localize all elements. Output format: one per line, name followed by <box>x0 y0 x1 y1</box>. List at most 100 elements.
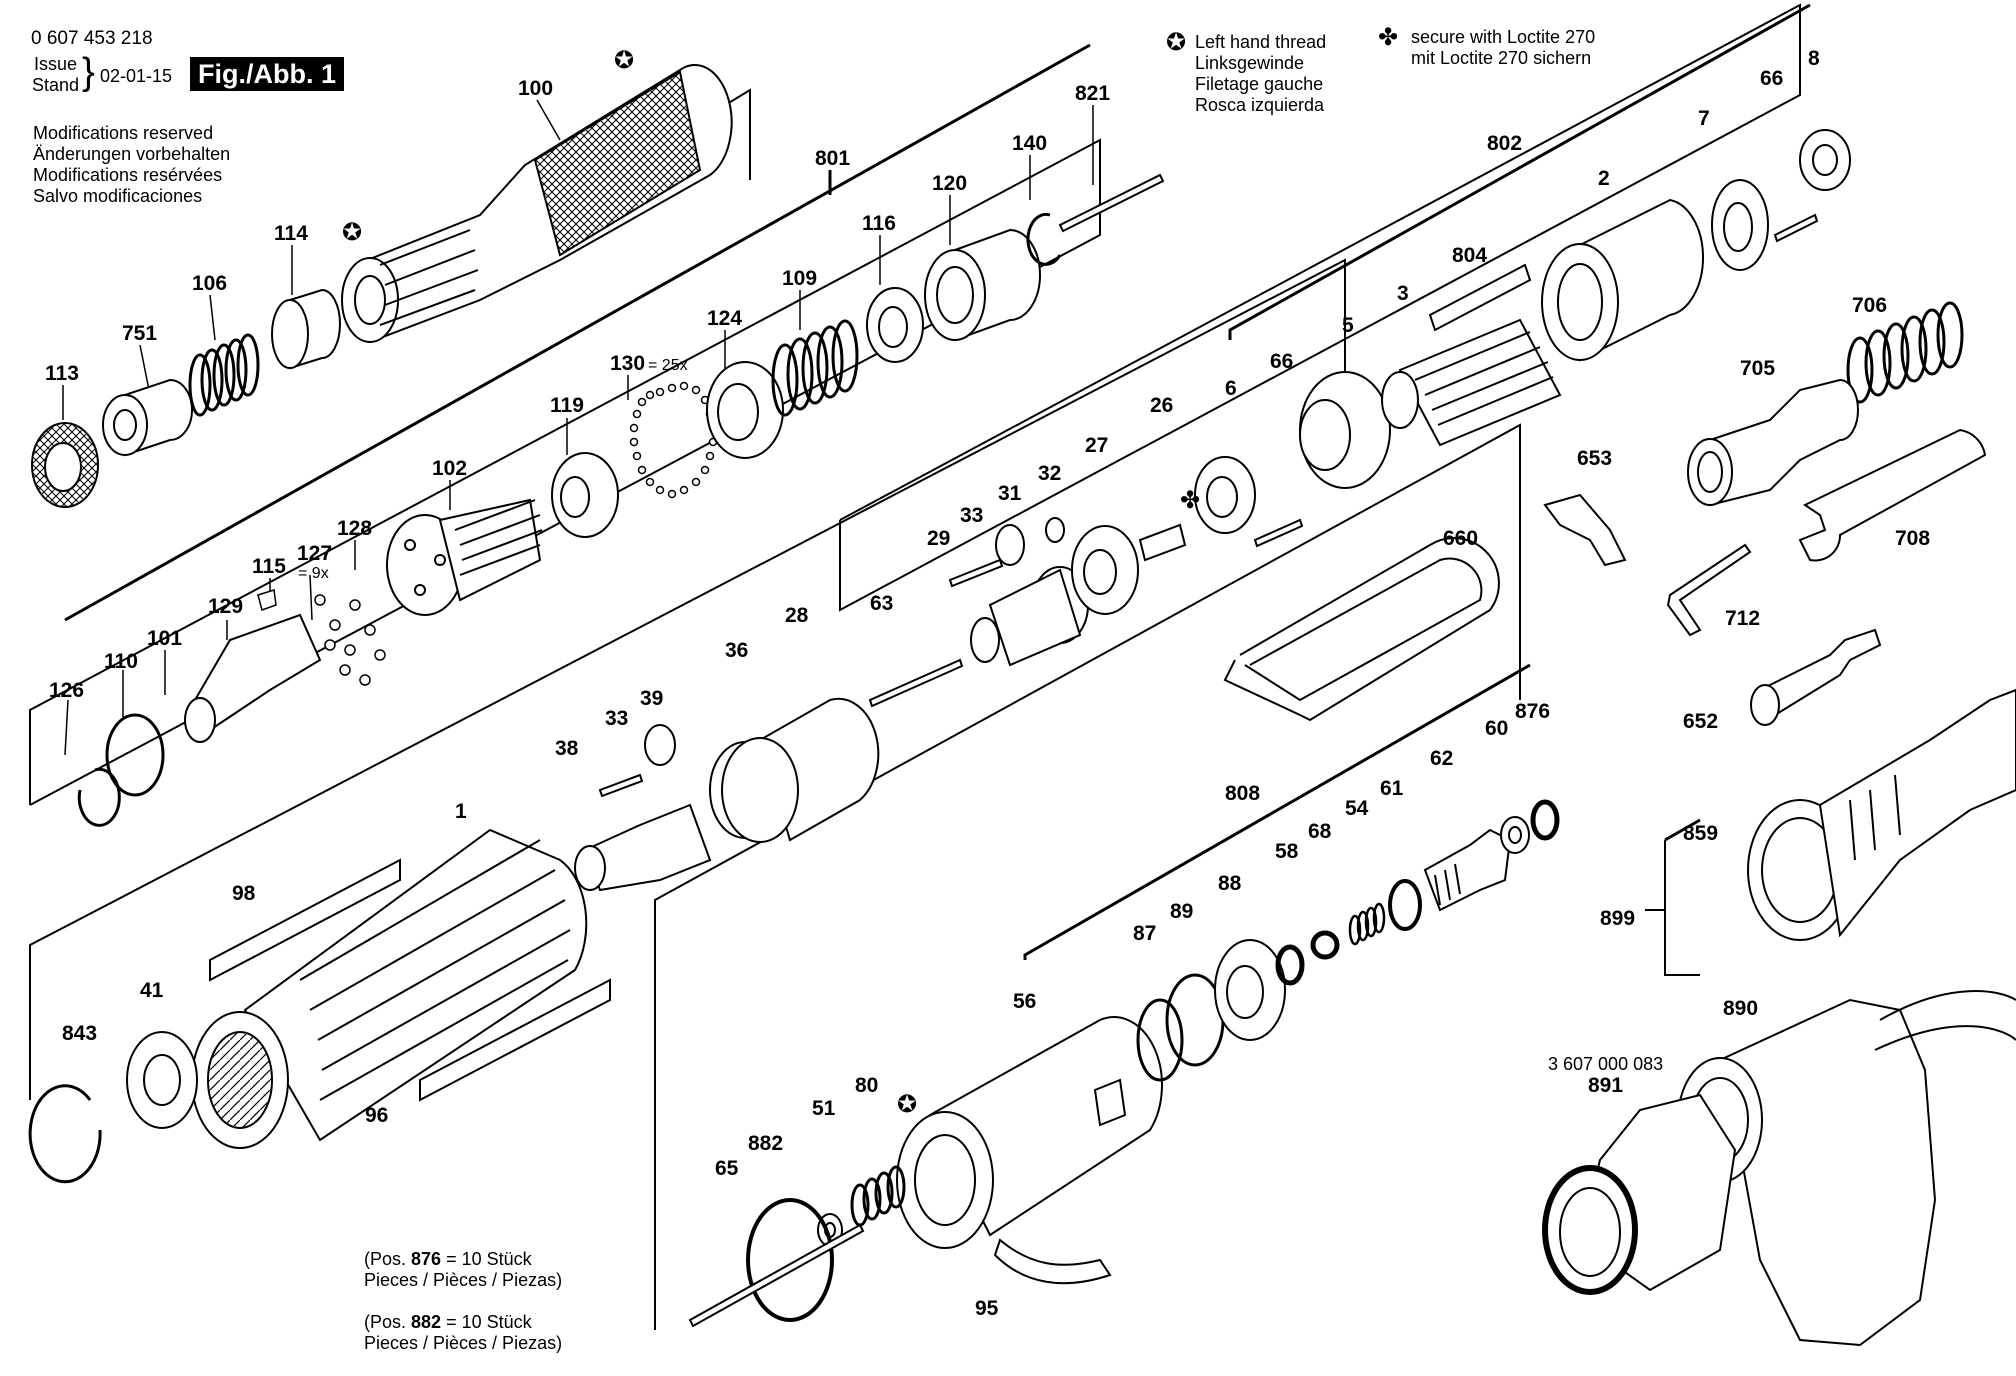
callout-130: 130 <box>610 352 645 375</box>
callout-66-lower: 66 <box>1270 350 1293 373</box>
part-5-bearing-plate <box>1299 371 1391 489</box>
bracket-808 <box>1023 663 1531 960</box>
callout-115: 115 <box>252 555 286 578</box>
callout-60: 60 <box>1485 717 1508 740</box>
part-26-pinion <box>1138 523 1187 562</box>
part-62-valve-stem <box>1423 828 1512 912</box>
part-115-screw <box>257 589 277 611</box>
part-1-housing <box>191 828 588 1149</box>
callout-890: 890 <box>1723 997 1758 1020</box>
figure-badge: Fig./Abb. 1 <box>190 57 344 91</box>
part-705-adapter <box>1687 378 1859 507</box>
part-106-spring <box>188 333 260 417</box>
part-32-pin <box>1045 517 1065 543</box>
callout-56: 56 <box>1013 990 1036 1013</box>
issue-label: Issue <box>34 54 78 74</box>
part-96-strip <box>419 978 611 1102</box>
callout-882: 882 <box>748 1132 783 1155</box>
part-109-spring <box>771 319 859 417</box>
callout-63: 63 <box>870 592 893 615</box>
callout-128: 128 <box>337 517 372 540</box>
note-876-line-2: Pieces / Pièces / Piezas) <box>364 1270 563 1290</box>
callout-705: 705 <box>1740 357 1775 380</box>
part-56-valve-housing <box>896 1016 1163 1249</box>
part-6-bearing <box>1194 456 1256 534</box>
callout-41: 41 <box>140 979 164 1002</box>
callout-8: 8 <box>1808 47 1820 70</box>
callout-653: 653 <box>1577 447 1612 470</box>
part-119-disc <box>551 452 619 538</box>
callout-95: 95 <box>975 1297 999 1320</box>
part-66-pin-lower <box>1253 518 1304 548</box>
callout-65: 65 <box>715 1157 739 1180</box>
legend-thread-line-2: Linksgewinde <box>1195 53 1305 73</box>
part-27-disc <box>1071 525 1139 615</box>
part-653-clip <box>1543 493 1627 567</box>
modifications-fr: Modifications resérvées <box>33 165 223 185</box>
frame-motor-band <box>839 3 1801 612</box>
callout-127: 127 <box>297 542 332 565</box>
part-843-circlip <box>28 1084 102 1184</box>
bracket-802 <box>1228 3 1811 340</box>
callout-3: 3 <box>1397 282 1409 305</box>
part-7-end-plate <box>1711 179 1769 271</box>
callout-660: 660 <box>1443 527 1478 550</box>
legend-thread-line-1: Left hand thread <box>1195 32 1327 52</box>
callout-120: 120 <box>932 172 967 195</box>
left-thread-star-icon: ✪ <box>1166 29 1187 56</box>
frame-middle-band <box>29 258 1346 1100</box>
callout-33-upper: 33 <box>960 504 983 527</box>
sub-part-number: 3 607 000 083 <box>1548 1054 1664 1074</box>
callout-66-upper: 66 <box>1760 67 1783 90</box>
callout-652: 652 <box>1683 710 1718 733</box>
callout-61: 61 <box>1380 777 1404 800</box>
note-882-line-1: (Pos. 882 = 10 Stück <box>364 1312 532 1332</box>
callout-6: 6 <box>1225 377 1237 400</box>
part-140-circlip <box>1026 212 1062 266</box>
part-706-spring <box>1846 301 1964 404</box>
group-leaders <box>64 3 1811 960</box>
part-113-knurled-nut <box>31 422 99 508</box>
callout-706: 706 <box>1852 294 1887 317</box>
callout-100: 100 <box>518 77 553 100</box>
callout-751: 751 <box>122 322 157 345</box>
stand-label: Stand <box>32 75 80 95</box>
callout-31: 31 <box>998 482 1022 505</box>
callout-98: 98 <box>232 882 256 905</box>
callout-899: 899 <box>1600 907 1635 930</box>
callout-114: 114 <box>274 222 308 245</box>
part-29-gear-carrier <box>970 566 1089 667</box>
note-876-line-1: (Pos. 876 = 10 Stück <box>364 1249 532 1269</box>
bracket-899 <box>1664 840 1700 976</box>
issue-brace: } <box>82 51 95 93</box>
note-882-line-2: Pieces / Pièces / Piezas) <box>364 1333 563 1353</box>
callout-32: 32 <box>1038 462 1061 485</box>
part-33-pin-lower <box>598 773 644 798</box>
callout-821: 821 <box>1075 82 1110 105</box>
part-63-pin <box>868 658 964 708</box>
callout-51: 51 <box>812 1097 836 1120</box>
modifications-en: Modifications reserved <box>33 123 214 143</box>
part-65-pin <box>688 1223 865 1328</box>
part-882-oring <box>746 1198 834 1322</box>
callout-54: 54 <box>1345 797 1369 820</box>
callout-5: 5 <box>1342 314 1354 337</box>
callout-38: 38 <box>555 737 579 760</box>
callout-802: 802 <box>1487 132 1522 155</box>
part-128-balls <box>314 594 386 686</box>
callout-58: 58 <box>1275 840 1299 863</box>
part-821-pin <box>1058 173 1165 233</box>
part-891-adapter <box>1542 1093 1737 1295</box>
part-110-ring <box>105 713 165 797</box>
part-8-bearing <box>1799 129 1851 191</box>
thread-star-114-icon: ✪ <box>342 219 362 246</box>
part-28-gear-housing <box>721 697 880 843</box>
loctite-26-icon: ✤ <box>1180 487 1200 514</box>
part-114-bushing <box>271 288 341 370</box>
callout-1: 1 <box>455 800 467 823</box>
callout-801: 801 <box>815 147 850 170</box>
part-61-oring <box>1388 879 1422 931</box>
part-60-washer <box>1500 816 1530 854</box>
callout-708: 708 <box>1895 527 1930 550</box>
